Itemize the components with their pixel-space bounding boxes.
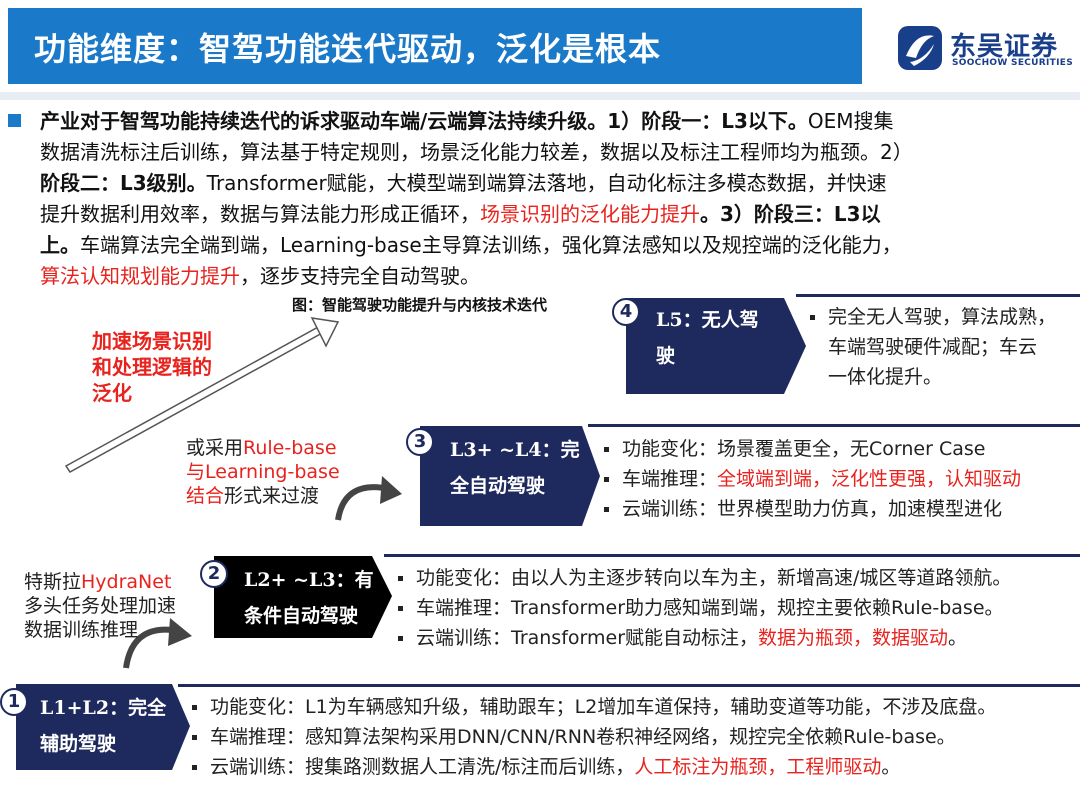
list-item: 云端训练：Transformer赋能自动标注，数据为瓶颈，数据驱动。	[398, 623, 1011, 653]
list-item: 车端推理：Transformer助力感知端到端，规控主要依赖Rule-base。	[398, 593, 1011, 623]
note-text: 特斯拉	[24, 571, 82, 593]
paragraph-text: 车端算法完全端到端，Learning-base主导算法训练，强化算法感知以及规控…	[80, 233, 902, 257]
list-item: 车端推理：感知算法架构采用DNN/CNN/RNN卷积神经网络，规控完全依赖Rul…	[192, 722, 996, 752]
title-bar: 功能维度：智驾功能迭代驱动，泛化是根本	[8, 8, 862, 84]
note-text: 多头任务处理加速	[24, 595, 177, 617]
stage-2-bullets: 功能变化：由以人为主逐步转向以车为主，新增高速/城区等道路领航。 车端推理：Tr…	[398, 563, 1011, 653]
note-highlight: 结合	[186, 485, 225, 507]
paragraph-text: Transformer赋能，大模型端到端算法落地，自动化标注多模态数据，并快速	[206, 171, 887, 195]
list-item: 完全无人驾驶，算法成熟，	[810, 302, 1056, 332]
list-item-text: 车端推理：	[622, 468, 718, 490]
list-item-highlight: 人工标注为瓶颈，工程师驱动	[634, 756, 882, 778]
stage-2-rule	[384, 554, 1080, 557]
stage-label-line: L1+L2：完全	[40, 697, 167, 719]
paragraph-line: 数据清洗标注后训练，算法基于特定规则，场景泛化能力较差，数据以及标注工程师均为瓶…	[40, 137, 1080, 168]
stage-4-rule	[796, 294, 1080, 297]
stage-label-line: L2+ ~L3：有	[244, 569, 374, 591]
paragraph-bold-text: 。3）阶段三：L3以	[700, 202, 881, 226]
list-item-text: 云端训练：搜集路测数据人工清洗/标注而后训练，	[210, 756, 635, 778]
paragraph-text: OEM搜集	[807, 109, 894, 133]
paragraph-text: 提升数据利用效率，数据与算法能力形成正循环，	[40, 202, 480, 226]
list-item-text: 云端训练：Transformer赋能自动标注，	[416, 627, 759, 649]
note-text: 或采用	[186, 437, 244, 459]
list-item: 云端训练：搜集路测数据人工清洗/标注而后训练，人工标注为瓶颈，工程师驱动。	[192, 752, 996, 782]
stage-4-bullets: 完全无人驾驶，算法成熟， 车端驾驶硬件减配；车云 一体化提升。	[810, 302, 1056, 392]
square-bullet-icon	[8, 114, 21, 127]
stage-1-number: 1	[0, 688, 28, 716]
stage-3-bullets: 功能变化：场景覆盖更全，无Corner Case 车端推理：全域端到端，泛化性更…	[604, 434, 1021, 524]
stage-4-number: 4	[612, 298, 640, 326]
list-item-highlight: 数据为瓶颈，数据驱动	[758, 627, 949, 649]
summary-paragraph: 产业对于智驾功能持续迭代的诉求驱动车端/云端算法持续升级。1）阶段一：L3以下。…	[40, 106, 1080, 292]
paragraph-text: 数据清洗标注后训练，算法基于特定规则，场景泛化能力较差，数据以及标注工程师均为瓶…	[40, 140, 913, 164]
list-item: 功能变化：L1为车辆感知升级，辅助跟车；L2增加车道保持，辅助变道等功能，不涉及…	[192, 692, 996, 722]
stage-1-label: L1+L2：完全 辅助驾驶	[40, 690, 166, 762]
paragraph-highlight: 场景识别的泛化能力提升	[480, 202, 700, 226]
stage-3-note: 或采用Rule-base 与Learning-base 结合形式来过渡	[186, 436, 340, 508]
list-item-highlight: 全域端到端，泛化性更强，认知驱动	[717, 468, 1022, 490]
acceleration-note-line: 和处理逻辑的	[92, 355, 212, 379]
stage-1-rule	[178, 684, 1080, 687]
paragraph-bold-text: 阶段二：L3级别。	[40, 171, 207, 195]
paragraph-bold-text: 产业对于智驾功能持续迭代的诉求驱动车端/云端算法持续升级。1）阶段一：L3以下。	[40, 109, 808, 133]
paragraph-highlight: 算法认知规划能力提升	[40, 264, 240, 288]
paragraph-line: 提升数据利用效率，数据与算法能力形成正循环，场景识别的泛化能力提升。3）阶段三：…	[40, 199, 1080, 230]
list-item-text: 。	[881, 756, 901, 778]
list-item: 功能变化：场景覆盖更全，无Corner Case	[604, 434, 1021, 464]
note-text: 数据训练推理	[24, 619, 139, 641]
paragraph-line: 阶段二：L3级别。Transformer赋能，大模型端到端算法落地，自动化标注多…	[40, 168, 1080, 199]
stage-4-label: L5：无人驾 驶	[656, 302, 759, 374]
acceleration-note-line: 泛化	[92, 381, 132, 405]
page-title: 功能维度：智驾功能迭代驱动，泛化是根本	[34, 30, 662, 68]
note-highlight: HydraNet	[81, 571, 172, 593]
paragraph-line: 算法认知规划能力提升，逐步支持完全自动驾驶。	[40, 261, 1080, 292]
list-item: 车端驾驶硬件减配；车云	[828, 336, 1038, 358]
stage-label-line: 全自动驾驶	[450, 475, 546, 497]
stage-label-line: 驶	[656, 345, 676, 367]
stage-label-line: L3+ ~L4：完	[450, 439, 580, 461]
acceleration-note-line: 加速场景识别	[92, 329, 212, 353]
list-item: 一体化提升。	[828, 366, 943, 388]
paragraph-text: ，逐步支持完全自动驾驶。	[240, 264, 480, 288]
paragraph-line: 上。车端算法完全端到端，Learning-base主导算法训练，强化算法感知以及…	[40, 230, 1080, 261]
soochow-logo-icon	[898, 26, 942, 70]
note-highlight: Rule-base	[243, 437, 337, 459]
paragraph-bold-text: 上。	[40, 233, 80, 257]
company-logo: 东吴证券 SOOCHOW SECURITIES	[896, 20, 1076, 76]
stage-3-rule	[588, 424, 1080, 427]
list-item: 车端推理：全域端到端，泛化性更强，认知驱动	[604, 464, 1021, 494]
stage-2-label: L2+ ~L3：有 条件自动驾驶	[244, 562, 374, 634]
paragraph-line: 产业对于智驾功能持续迭代的诉求驱动车端/云端算法持续升级。1）阶段一：L3以下。…	[40, 106, 1080, 137]
stage-2-number: 2	[200, 560, 228, 588]
note-highlight: 与Learning-base	[186, 461, 340, 483]
stage-label-line: L5：无人驾	[656, 309, 759, 331]
stage-3-label: L3+ ~L4：完 全自动驾驶	[450, 432, 580, 504]
logo-english-name: SOOCHOW SECURITIES	[952, 58, 1073, 68]
list-item: 云端训练：世界模型助力仿真，加速模型进化	[604, 494, 1021, 524]
stage-label-line: 辅助驾驶	[40, 733, 117, 755]
list-item: 功能变化：由以人为主逐步转向以车为主，新增高速/城区等道路领航。	[398, 563, 1011, 593]
figure-title: 图：智能驾驶功能提升与内核技术迭代	[292, 296, 548, 314]
curved-arrow-icon	[335, 476, 402, 521]
stage-2-note: 特斯拉HydraNet 多头任务处理加速 数据训练推理	[24, 570, 176, 642]
list-item-text: 。	[948, 627, 968, 649]
header-divider	[0, 92, 1080, 100]
stage-3-number: 3	[406, 428, 434, 456]
logo-chinese-name: 东吴证券	[950, 32, 1059, 62]
stage-label-line: 条件自动驾驶	[244, 605, 359, 627]
stage-1-bullets: 功能变化：L1为车辆感知升级，辅助跟车；L2增加车道保持，辅助变道等功能，不涉及…	[192, 692, 996, 782]
note-text: 形式来过渡	[224, 485, 320, 507]
acceleration-note: 加速场景识别 和处理逻辑的 泛化	[92, 328, 212, 406]
